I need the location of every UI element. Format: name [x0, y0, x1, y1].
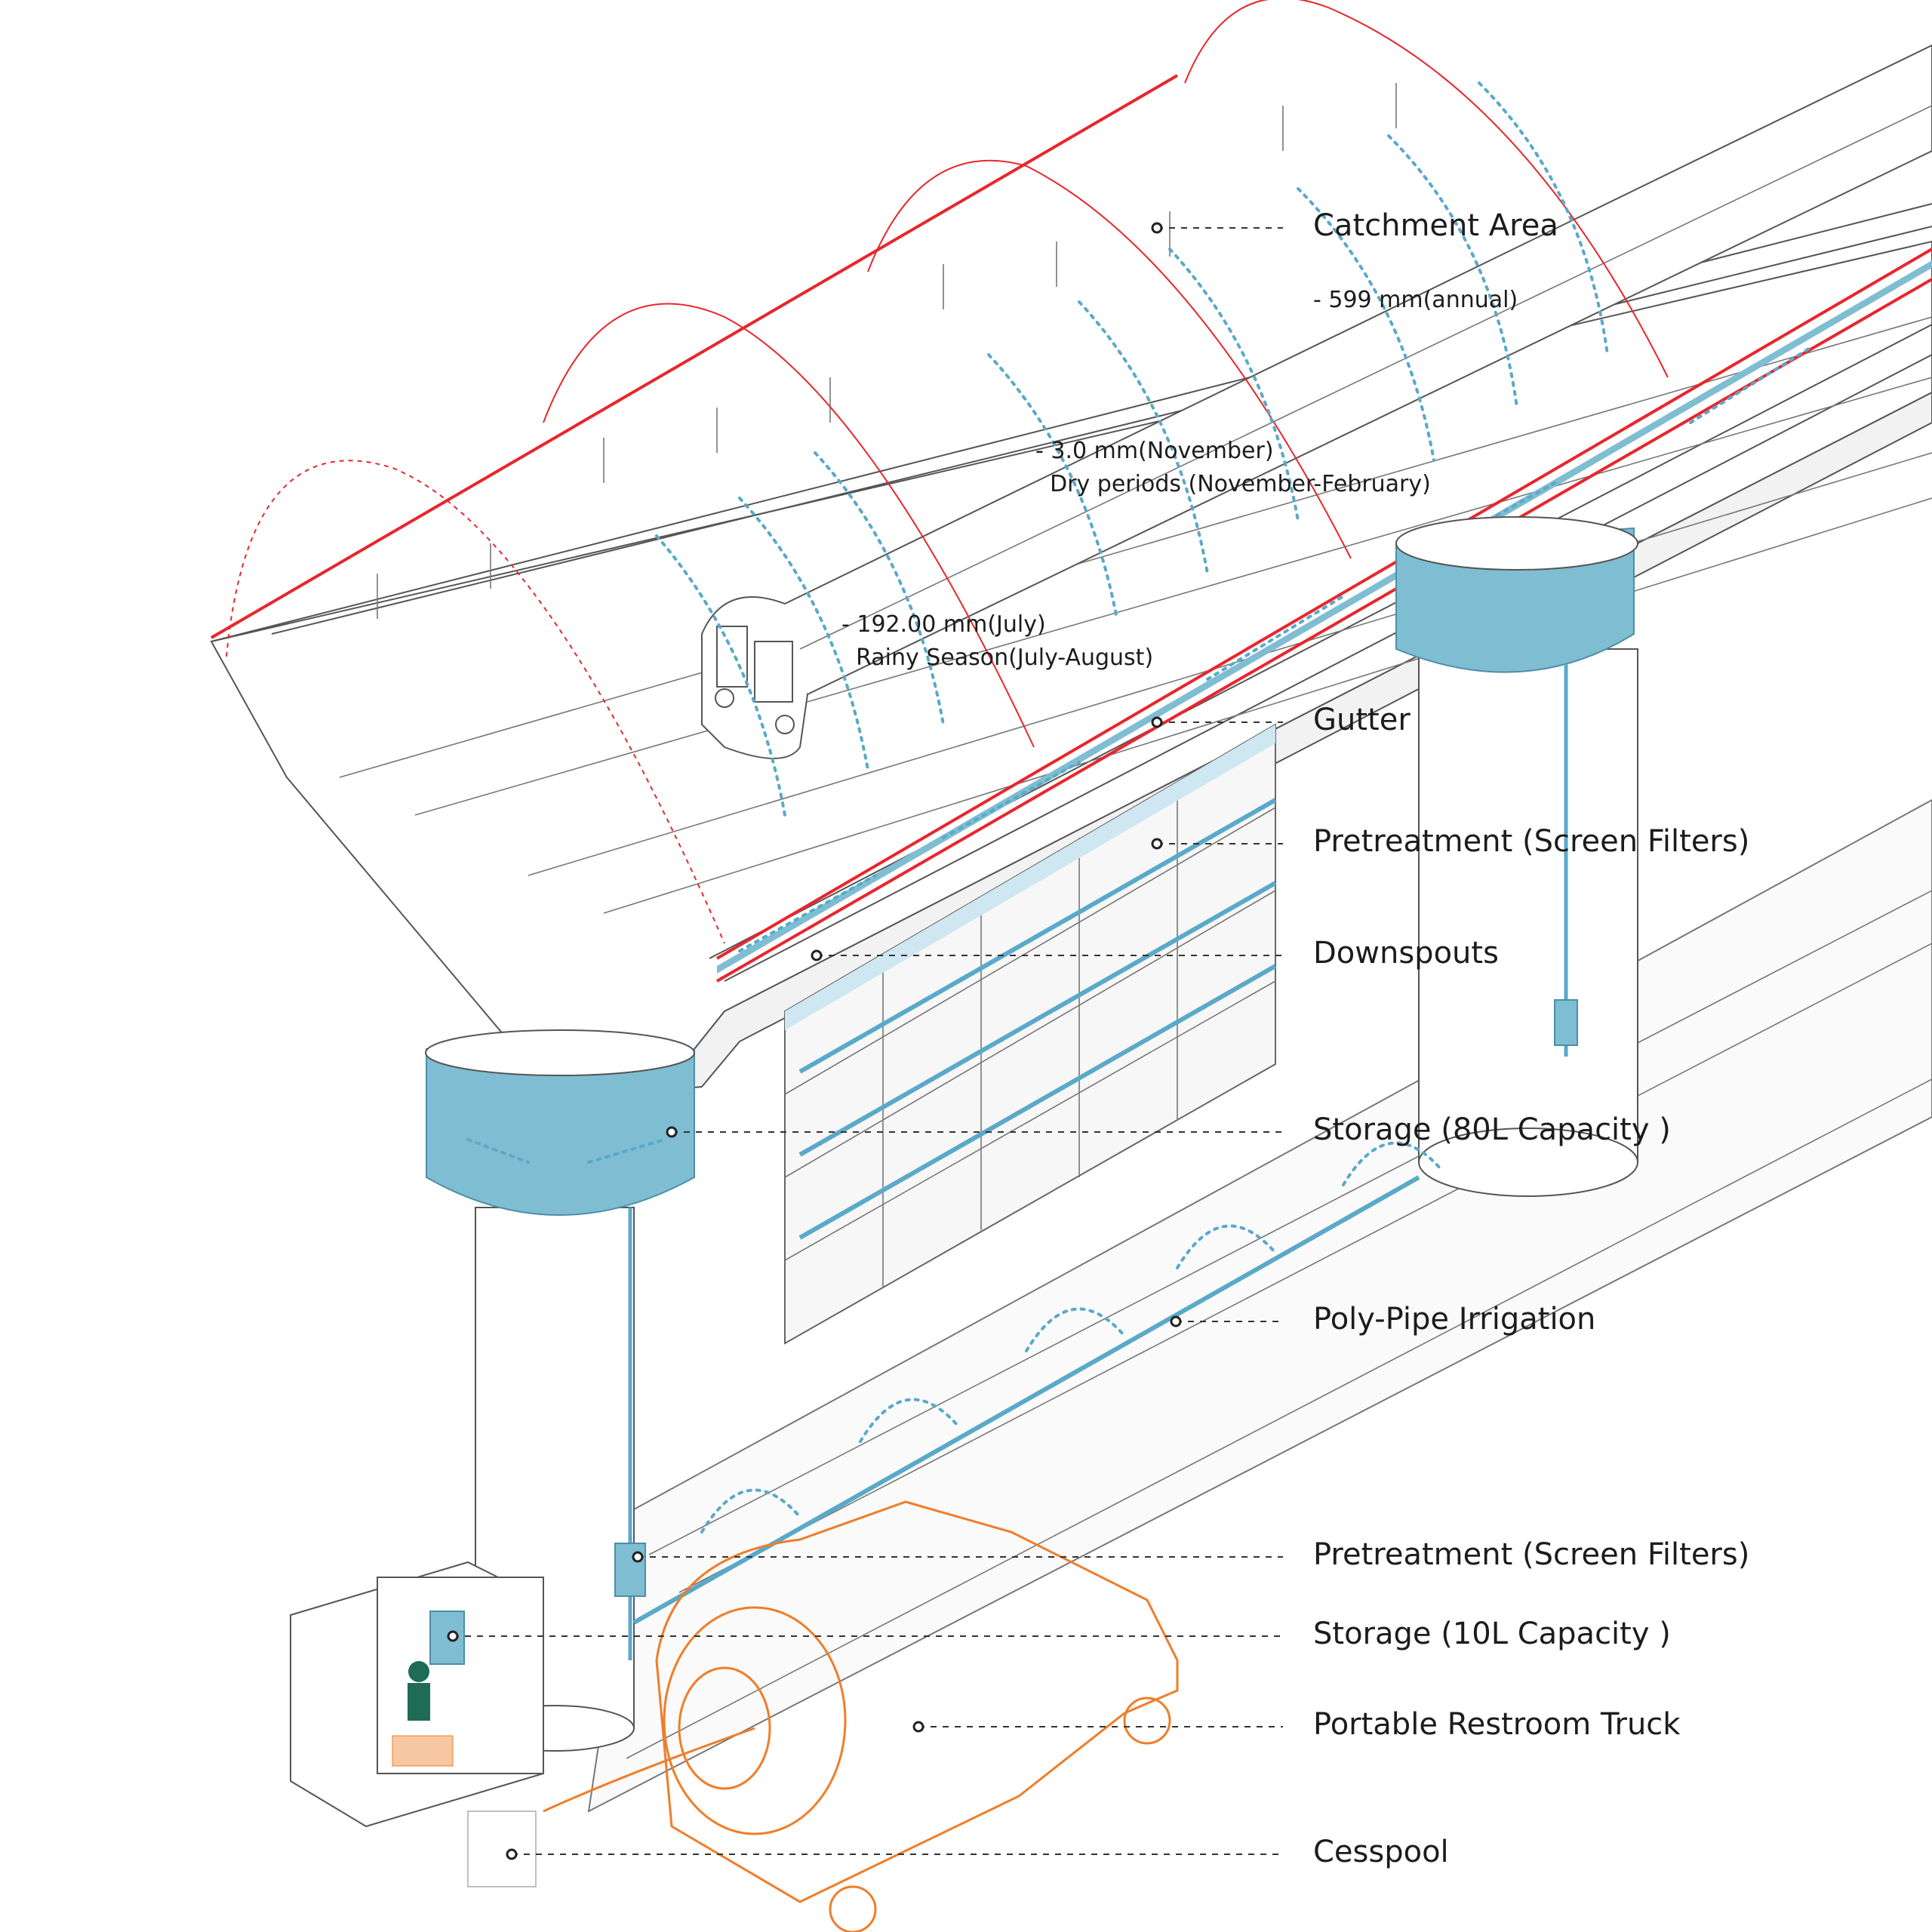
portable-restroom-truck	[543, 1500, 1179, 1932]
label-cesspool: Cesspool	[1313, 1835, 1449, 1869]
poly-pipe-irrigation	[632, 1141, 1443, 1625]
cesspool	[467, 1810, 537, 1887]
label-pretreatment-lower: Pretreatment (Screen Filters)	[1313, 1537, 1750, 1572]
label-portable-restroom-truck: Portable Restroom Truck	[1313, 1707, 1681, 1742]
right-pier	[1395, 516, 1638, 1197]
note-november-rainfall: - 3.0 mm(November) Dry periods (November…	[1035, 438, 1431, 497]
catchment-roof	[210, 0, 1932, 983]
label-catchment-area: Catchment Area	[1313, 208, 1558, 243]
rainfall-arrows	[655, 82, 1609, 817]
label-poly-pipe-irrigation: Poly-Pipe Irrigation	[1313, 1302, 1596, 1337]
gutter-channel	[717, 260, 1932, 974]
label-downspouts: Downspouts	[1313, 936, 1499, 971]
green-wall-frame	[784, 723, 1277, 1345]
callout-leaders	[447, 222, 1283, 1860]
label-storage-80l: Storage (80L Capacity )	[1313, 1112, 1671, 1147]
left-pier	[425, 1029, 695, 1752]
label-storage-10l: Storage (10L Capacity )	[1313, 1617, 1671, 1651]
label-pretreatment-upper: Pretreatment (Screen Filters)	[1313, 824, 1750, 859]
note-annual-rainfall: - 599 mm(annual)	[1313, 287, 1518, 313]
restroom-booth	[290, 1561, 544, 1828]
train	[701, 44, 1932, 759]
label-gutter: Gutter	[1313, 703, 1411, 737]
note-july-rainfall: - 192.00 mm(July) Rainy Season(July-Augu…	[841, 611, 1154, 671]
